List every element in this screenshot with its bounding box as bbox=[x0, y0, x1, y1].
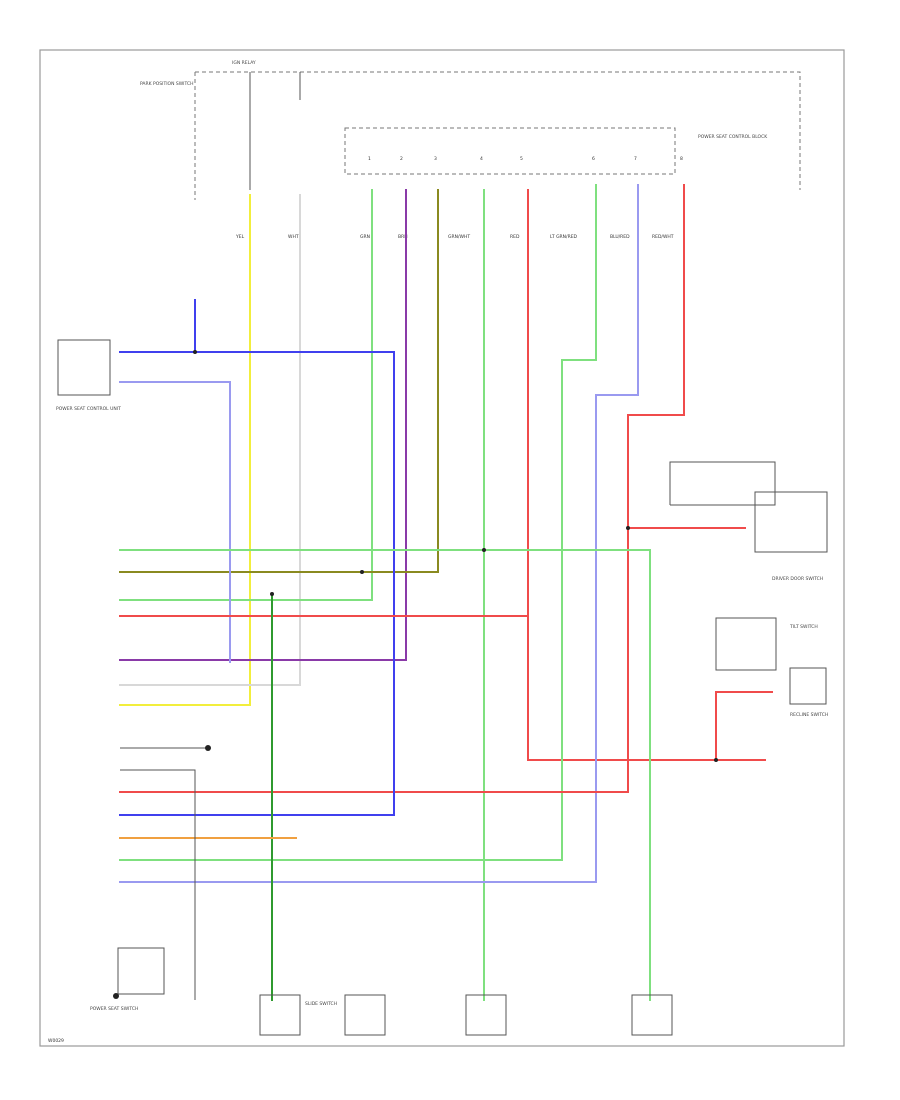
diagram-frame bbox=[39, 49, 845, 1047]
label-yel-top: YEL bbox=[235, 234, 245, 240]
recline-switch-box bbox=[344, 994, 386, 1036]
label-grnwht-top: GRN/WHT bbox=[448, 234, 470, 240]
label-brn-top: BRN bbox=[398, 234, 408, 240]
tilt-front-switch-box bbox=[465, 994, 507, 1036]
wire-lightblue-left bbox=[119, 381, 231, 663]
slide-switch-box bbox=[259, 994, 301, 1036]
wire-green-vertical bbox=[119, 189, 373, 601]
door-switch-wire bbox=[669, 461, 776, 506]
label-red-top: RED bbox=[510, 234, 520, 240]
conn-label-5: 5 bbox=[520, 156, 523, 162]
conn-label-8: 8 bbox=[680, 156, 683, 162]
junction-dot bbox=[270, 592, 274, 596]
junction-dot bbox=[193, 350, 197, 354]
ign-relay-box bbox=[117, 947, 165, 995]
tilt-switch-box bbox=[715, 617, 777, 671]
wire-ltgreen-vertical bbox=[119, 184, 597, 861]
label-blured-top: BLU/RED bbox=[610, 234, 630, 240]
driver-switch-label: POWER SEAT SWITCH bbox=[90, 1006, 138, 1012]
slide-switch-label: SLIDE SWITCH bbox=[305, 1001, 337, 1007]
wire-lightblue-vertical bbox=[119, 184, 639, 883]
conn-label-3: 3 bbox=[434, 156, 437, 162]
tilt-switch-label: TILT SWITCH bbox=[789, 624, 818, 630]
recline-switch-label: RECLINE SWITCH bbox=[790, 712, 828, 718]
wire-green-bus bbox=[119, 549, 651, 1001]
label-ltgrnred-top: LT GRN/RED bbox=[550, 234, 578, 240]
door-switch-box bbox=[754, 491, 828, 553]
junction-dot bbox=[626, 526, 630, 530]
tilt-rear-switch-box bbox=[631, 994, 673, 1036]
wire-olive-vertical bbox=[119, 189, 439, 573]
wire-red-tilt bbox=[715, 691, 773, 761]
conn-label-4: 4 bbox=[480, 156, 483, 162]
memory-switch-box bbox=[57, 339, 111, 396]
control-block-outline bbox=[344, 127, 676, 175]
conn-label-6: 6 bbox=[592, 156, 595, 162]
junction-dot bbox=[482, 548, 486, 552]
junction-dot bbox=[714, 758, 718, 762]
wire-white-vertical bbox=[119, 194, 301, 686]
park-switch-label: PARK POSITION SWITCH bbox=[140, 81, 194, 87]
wire-purple-vertical bbox=[119, 189, 407, 661]
label-grn-top: GRN bbox=[360, 234, 370, 240]
wire-grey-1 bbox=[120, 769, 196, 1000]
conn-label-2: 2 bbox=[400, 156, 403, 162]
wire-blue-main bbox=[119, 351, 395, 816]
figure-id: W0029 bbox=[48, 1038, 64, 1044]
junction-dot bbox=[205, 745, 211, 751]
conn-label-1: 1 bbox=[368, 156, 371, 162]
junction-dot bbox=[360, 570, 364, 574]
control-unit-outline bbox=[195, 71, 801, 190]
conn-label-7: 7 bbox=[634, 156, 637, 162]
wire-yellow-vertical bbox=[119, 194, 251, 706]
memory-unit-label: POWER SEAT CONTROL UNIT bbox=[56, 406, 121, 412]
wire-red-vertical bbox=[527, 189, 766, 761]
ign-relay-label: IGN RELAY bbox=[232, 60, 256, 66]
door-switch-label: DRIVER DOOR SWITCH bbox=[772, 576, 823, 582]
label-wht-top: WHT bbox=[288, 234, 299, 240]
label-redwht-top: RED/WHT bbox=[652, 234, 674, 240]
junction-dot bbox=[113, 993, 119, 999]
park-switch-box bbox=[789, 667, 827, 705]
wire-red2-vertical bbox=[119, 184, 685, 793]
control-block-label: POWER SEAT CONTROL BLOCK bbox=[698, 134, 768, 140]
